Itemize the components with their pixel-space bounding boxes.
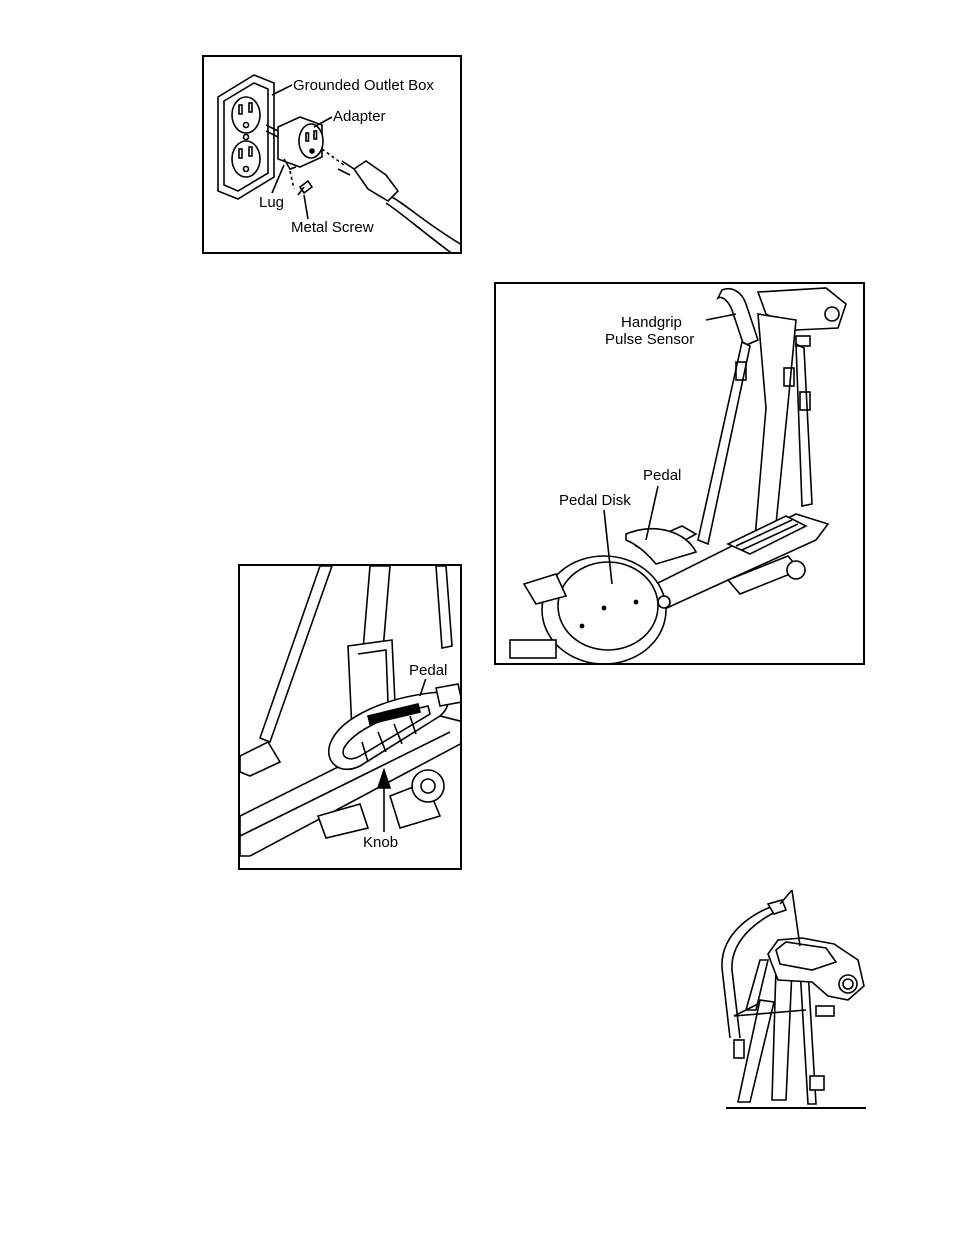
label-pedal: Pedal — [642, 467, 682, 484]
label-handgrip: Handgrip — [620, 314, 683, 331]
label-pulse-sensor: Pulse Sensor — [604, 331, 695, 348]
label-knob: Knob — [362, 834, 399, 851]
label-metal-screw: Metal Screw — [290, 219, 375, 236]
label-adapter: Adapter — [332, 108, 387, 125]
console-detail-figure — [716, 890, 866, 1112]
pedal-detail-figure: Pedal Knob — [238, 564, 462, 870]
label-lug: Lug — [258, 194, 285, 211]
label-grounded-outlet-box: Grounded Outlet Box — [292, 77, 435, 94]
label-pedal-detail: Pedal — [408, 662, 448, 679]
pedal-detail-illustration — [240, 566, 462, 870]
elliptical-figure: Handgrip Pulse Sensor Pedal Pedal Disk — [494, 282, 865, 665]
label-pedal-disk: Pedal Disk — [558, 492, 632, 509]
console-detail-illustration — [716, 890, 866, 1112]
outlet-figure: Grounded Outlet Box Adapter Lug Metal Sc… — [202, 55, 462, 254]
